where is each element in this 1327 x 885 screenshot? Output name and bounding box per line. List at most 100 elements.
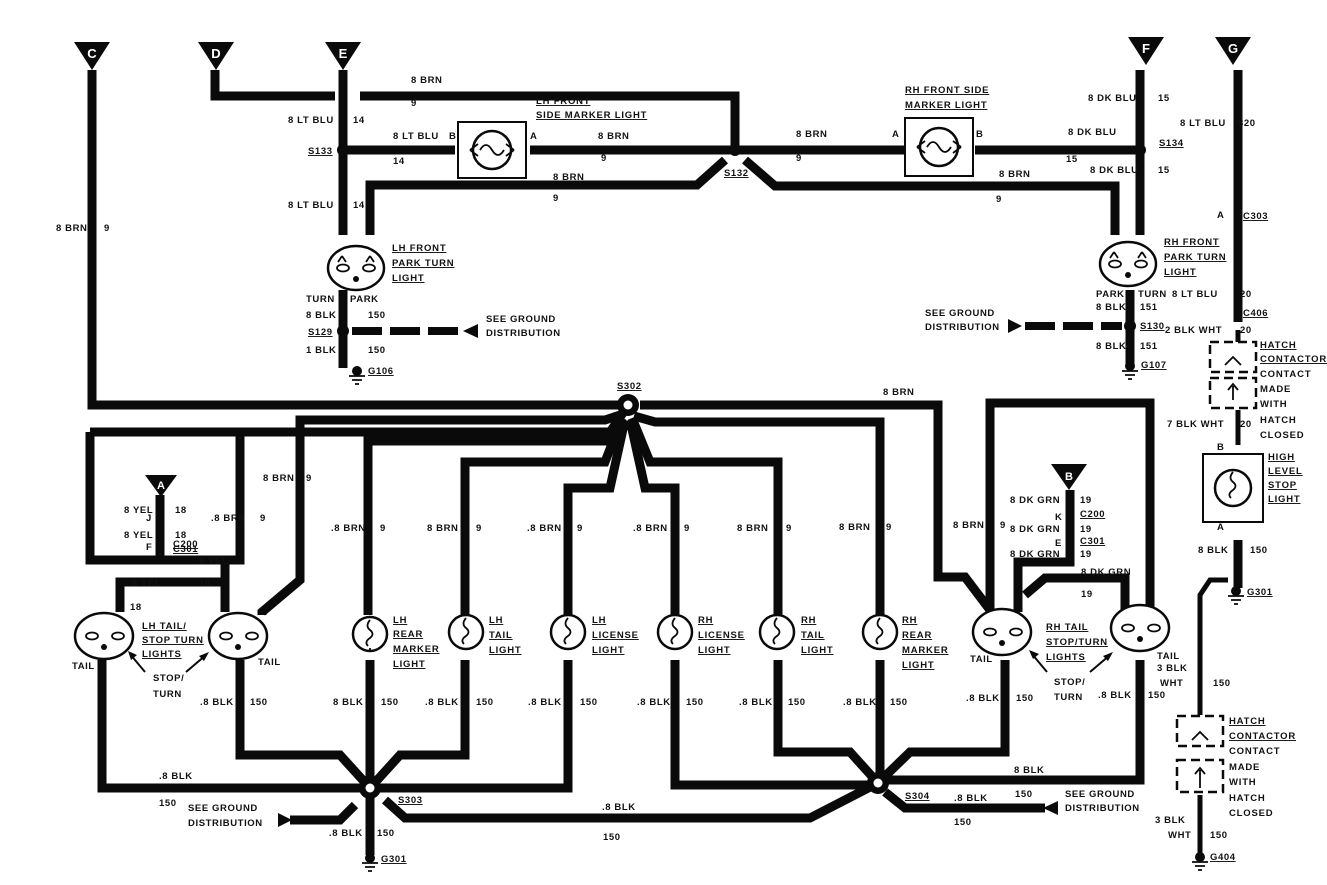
svg-text:8 BLK: 8 BLK bbox=[306, 310, 336, 321]
svg-text:150: 150 bbox=[1250, 545, 1268, 556]
wire-lh-stop-s303 bbox=[235, 660, 374, 792]
svg-text:REAR: REAR bbox=[902, 630, 932, 641]
high-level-stop-light[interactable] bbox=[1202, 453, 1264, 523]
svg-text:150: 150 bbox=[686, 697, 704, 708]
lh-front-side-marker-light[interactable] bbox=[457, 121, 527, 179]
see-ground-distribution-rh-front[interactable]: SEE GROUND DISTRIBUTION bbox=[925, 308, 1000, 333]
pointer-arrow-icon bbox=[199, 652, 209, 661]
lh-license-light[interactable] bbox=[549, 613, 587, 651]
connector-label: A bbox=[157, 480, 165, 492]
svg-text:J: J bbox=[146, 513, 152, 524]
svg-text:.8 BRN: .8 BRN bbox=[527, 523, 562, 534]
splice-s132 bbox=[729, 144, 741, 156]
lh-front-park-turn-light[interactable] bbox=[326, 244, 386, 292]
svg-text:15: 15 bbox=[1066, 154, 1078, 165]
connector-c406-label: C406 bbox=[1243, 308, 1268, 319]
connector-c200-label: C200 bbox=[173, 539, 198, 550]
wire-labels: 8 BRN 9 8 LT BLU 14 8 LT BLU 14 8 LT BLU… bbox=[56, 75, 1268, 843]
svg-text:LIGHT: LIGHT bbox=[698, 645, 731, 656]
lh-tail-stop-turn-light-outer[interactable] bbox=[73, 611, 135, 661]
svg-text:B: B bbox=[449, 131, 456, 142]
ground-g107-icon bbox=[1122, 361, 1138, 380]
connector-a[interactable]: A bbox=[145, 475, 177, 497]
rh-tail-stop-turn-light-outer[interactable] bbox=[1109, 603, 1171, 653]
ground-g106-icon bbox=[349, 366, 365, 385]
svg-text:.8 BLK: .8 BLK bbox=[425, 697, 459, 708]
svg-text:8 DK GRN: 8 DK GRN bbox=[1010, 524, 1060, 535]
svg-text:150: 150 bbox=[250, 697, 268, 708]
lh-tail-light[interactable] bbox=[447, 613, 485, 651]
rh-license-light[interactable] bbox=[656, 613, 694, 651]
svg-text:HATCH: HATCH bbox=[1229, 793, 1266, 804]
rh-front-park-turn-light[interactable] bbox=[1098, 240, 1158, 288]
see-ground-distribution-lh-front[interactable]: SEE GROUND DISTRIBUTION bbox=[486, 314, 561, 339]
svg-text:9: 9 bbox=[577, 523, 583, 534]
svg-text:8 LT BLU: 8 LT BLU bbox=[288, 200, 334, 211]
connector-f[interactable]: F bbox=[1128, 37, 1164, 65]
svg-text:151: 151 bbox=[1140, 341, 1158, 352]
svg-text:8 BRN: 8 BRN bbox=[56, 223, 88, 234]
rh-tail-stop-turn-light-inner[interactable] bbox=[971, 607, 1033, 657]
svg-text:9: 9 bbox=[476, 523, 482, 534]
svg-text:DISTRIBUTION: DISTRIBUTION bbox=[925, 322, 1000, 333]
rh-tail-light[interactable] bbox=[758, 613, 796, 651]
lh-tail-stop-turn-light-inner[interactable] bbox=[207, 611, 269, 661]
svg-text:RH FRONT: RH FRONT bbox=[1164, 237, 1219, 248]
splice-s304-label: S304 bbox=[905, 791, 930, 802]
svg-text:WHT: WHT bbox=[1168, 830, 1191, 841]
svg-text:15: 15 bbox=[1158, 93, 1170, 104]
svg-text:150: 150 bbox=[603, 832, 621, 843]
svg-text:LIGHT: LIGHT bbox=[592, 645, 625, 656]
svg-text:8 LT BLU: 8 LT BLU bbox=[393, 131, 439, 142]
label-lh-rear-marker: LH REAR MARKER LIGHT bbox=[393, 615, 439, 670]
connector-label: F bbox=[1142, 41, 1150, 56]
svg-text:SEE GROUND: SEE GROUND bbox=[925, 308, 995, 319]
hatch-contactor-lower[interactable] bbox=[1175, 714, 1225, 794]
svg-text:18: 18 bbox=[175, 505, 187, 516]
svg-text:9: 9 bbox=[996, 194, 1002, 205]
label-rh-tail-stop-turn: RH TAIL STOP/TURN LIGHTS bbox=[1046, 622, 1107, 663]
rh-front-side-marker-light[interactable] bbox=[904, 117, 974, 177]
svg-text:.8 BLK: .8 BLK bbox=[602, 802, 636, 813]
connector-c301-label: C301 bbox=[1080, 536, 1105, 547]
ground-g107-label: G107 bbox=[1141, 360, 1167, 371]
lh-rear-marker-light[interactable] bbox=[351, 615, 389, 653]
wire-lh-tail-s303 bbox=[97, 660, 370, 793]
hatch-contactor-upper[interactable] bbox=[1208, 340, 1258, 410]
connector-c[interactable]: C bbox=[74, 42, 110, 70]
svg-text:STOP TURN: STOP TURN bbox=[142, 635, 204, 646]
svg-text:9: 9 bbox=[306, 473, 312, 484]
svg-text:TURN: TURN bbox=[1054, 692, 1083, 703]
svg-text:TURN: TURN bbox=[153, 689, 182, 700]
ground-g301-label: G301 bbox=[1247, 587, 1273, 598]
svg-text:TAIL: TAIL bbox=[258, 657, 281, 668]
see-ground-distribution-rear-left[interactable]: SEE GROUND DISTRIBUTION bbox=[188, 803, 263, 829]
svg-text:150: 150 bbox=[476, 697, 494, 708]
connector-b[interactable]: B bbox=[1051, 464, 1087, 490]
svg-text:STOP: STOP bbox=[1268, 480, 1297, 491]
svg-text:LIGHTS: LIGHTS bbox=[1046, 652, 1086, 663]
svg-text:E: E bbox=[1055, 538, 1062, 549]
see-ground-distribution-rear-right[interactable]: SEE GROUND DISTRIBUTION bbox=[1065, 789, 1140, 814]
svg-text:8 YEL: 8 YEL bbox=[124, 505, 153, 516]
connector-g[interactable]: G bbox=[1215, 37, 1251, 65]
connector-e[interactable]: E bbox=[325, 42, 361, 70]
pointer-arrow-icon bbox=[128, 651, 137, 660]
svg-text:CLOSED: CLOSED bbox=[1260, 430, 1304, 441]
connector-label: D bbox=[211, 46, 220, 61]
wire-s302-lh-tail-inner bbox=[257, 410, 622, 616]
svg-text:LIGHT: LIGHT bbox=[489, 645, 522, 656]
ground-g301-label: G301 bbox=[381, 854, 407, 865]
svg-text:150: 150 bbox=[1148, 690, 1166, 701]
svg-text:K: K bbox=[1055, 512, 1062, 523]
svg-text:SIDE MARKER LIGHT: SIDE MARKER LIGHT bbox=[536, 110, 647, 121]
svg-text:8 BRN: 8 BRN bbox=[598, 131, 630, 142]
svg-text:.8 BLK: .8 BLK bbox=[200, 697, 234, 708]
connector-d[interactable]: D bbox=[198, 42, 234, 70]
svg-text:20: 20 bbox=[1240, 419, 1252, 430]
ground-g404-icon bbox=[1192, 852, 1208, 871]
rh-rear-marker-light[interactable] bbox=[861, 613, 899, 651]
svg-text:.8 BLK: .8 BLK bbox=[637, 697, 671, 708]
svg-text:8 BRN: 8 BRN bbox=[883, 387, 915, 398]
svg-text:HATCH: HATCH bbox=[1229, 716, 1266, 727]
